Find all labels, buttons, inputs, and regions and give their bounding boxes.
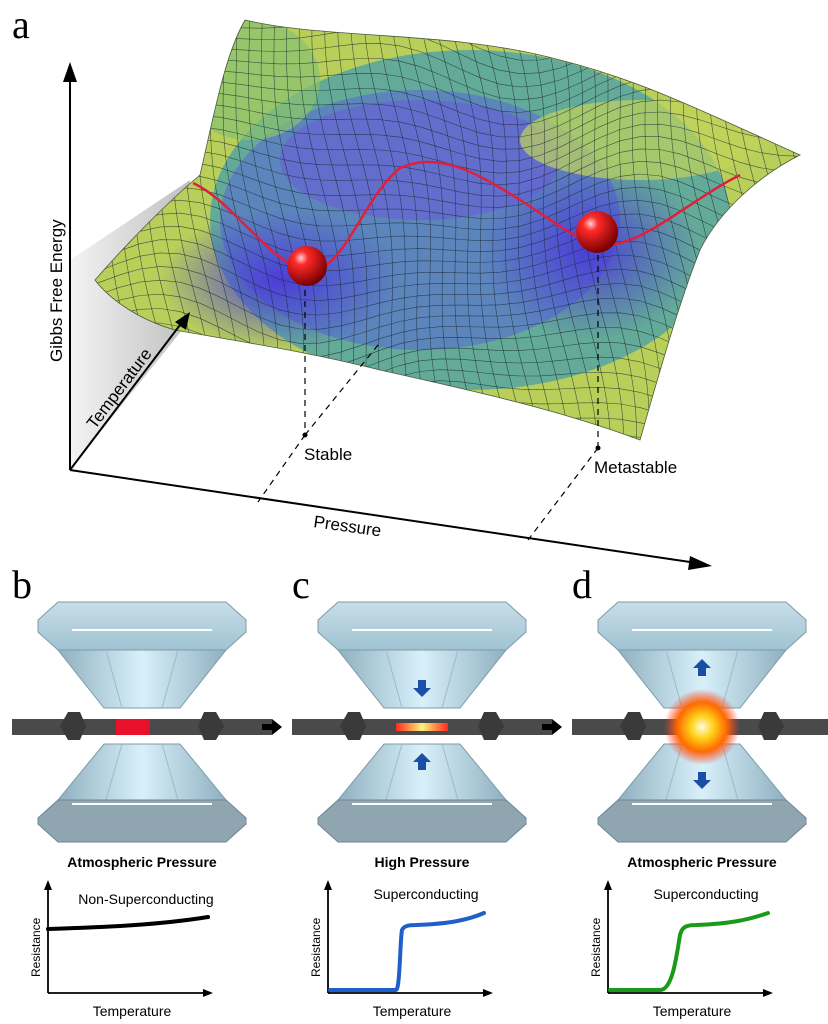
- stable-label: Stable: [304, 445, 352, 464]
- sample: [396, 723, 448, 731]
- panel-letter-d: d: [572, 562, 592, 607]
- resistance-axis-label: Resistance: [29, 917, 43, 977]
- resistance-curve: [608, 911, 770, 992]
- panel-title: High Pressure: [375, 854, 470, 870]
- pressure-axis-label: Pressure: [312, 512, 382, 540]
- compress-arrow-down: [413, 680, 431, 697]
- resistance-axis-label: Resistance: [589, 917, 603, 977]
- bottom-diamond: [37, 743, 247, 843]
- energy-axis-label: Gibbs Free Energy: [47, 219, 66, 362]
- temperature-axis-arrow: [763, 989, 773, 997]
- temperature-axis-arrow: [203, 989, 213, 997]
- sample: [116, 719, 150, 735]
- metastable-ball: [576, 211, 618, 253]
- top-diamond: [317, 601, 527, 709]
- panel-title: Atmospheric Pressure: [67, 854, 217, 870]
- temperature-axis-arrow: [483, 989, 493, 997]
- top-diamond: [37, 601, 247, 709]
- state-label: Superconducting: [653, 886, 758, 902]
- energy-axis-arrow: [63, 62, 77, 82]
- projection-lines: [257, 255, 599, 541]
- compress-arrow-up: [413, 753, 431, 770]
- panel-letter-c: c: [292, 562, 310, 607]
- resistance-curve: [46, 915, 210, 931]
- panel-a: a: [12, 2, 801, 570]
- stable-point: [302, 432, 308, 438]
- resistance-axis-arrow: [324, 880, 332, 890]
- resistance-axis-arrow: [604, 880, 612, 890]
- temperature-axis-label: Temperature: [93, 1003, 172, 1019]
- resistance-axis-arrow: [44, 880, 52, 890]
- release-arrow-down: [693, 772, 711, 789]
- stable-ball: [287, 246, 327, 286]
- arrow-c-to-d: [542, 719, 562, 735]
- state-label: Non-Superconducting: [78, 891, 213, 907]
- bottom-diamond: [317, 743, 527, 843]
- pressure-axis: [69, 469, 691, 563]
- pressure-axis-arrow: [688, 556, 712, 570]
- panel-title: Atmospheric Pressure: [627, 854, 777, 870]
- release-flash: [664, 689, 740, 765]
- metastable-point: [595, 445, 601, 451]
- panel-letter-a: a: [12, 2, 30, 47]
- temperature-axis: [69, 324, 181, 471]
- state-label: Superconducting: [373, 886, 478, 902]
- temperature-axis-label: Temperature: [653, 1003, 732, 1019]
- resistance-axis-label: Resistance: [309, 917, 323, 977]
- top-diamond: [597, 601, 807, 709]
- temperature-axis-arrow: [175, 312, 190, 330]
- metastable-label: Metastable: [594, 458, 677, 477]
- arrow-b-to-c: [262, 719, 282, 735]
- transition-arrows: [262, 719, 562, 735]
- energy-surface: [95, 20, 800, 440]
- temperature-axis-label: Temperature: [373, 1003, 452, 1019]
- resistance-curve: [328, 911, 486, 992]
- release-arrow-up: [693, 659, 711, 676]
- panel-letter-b: b: [12, 562, 32, 607]
